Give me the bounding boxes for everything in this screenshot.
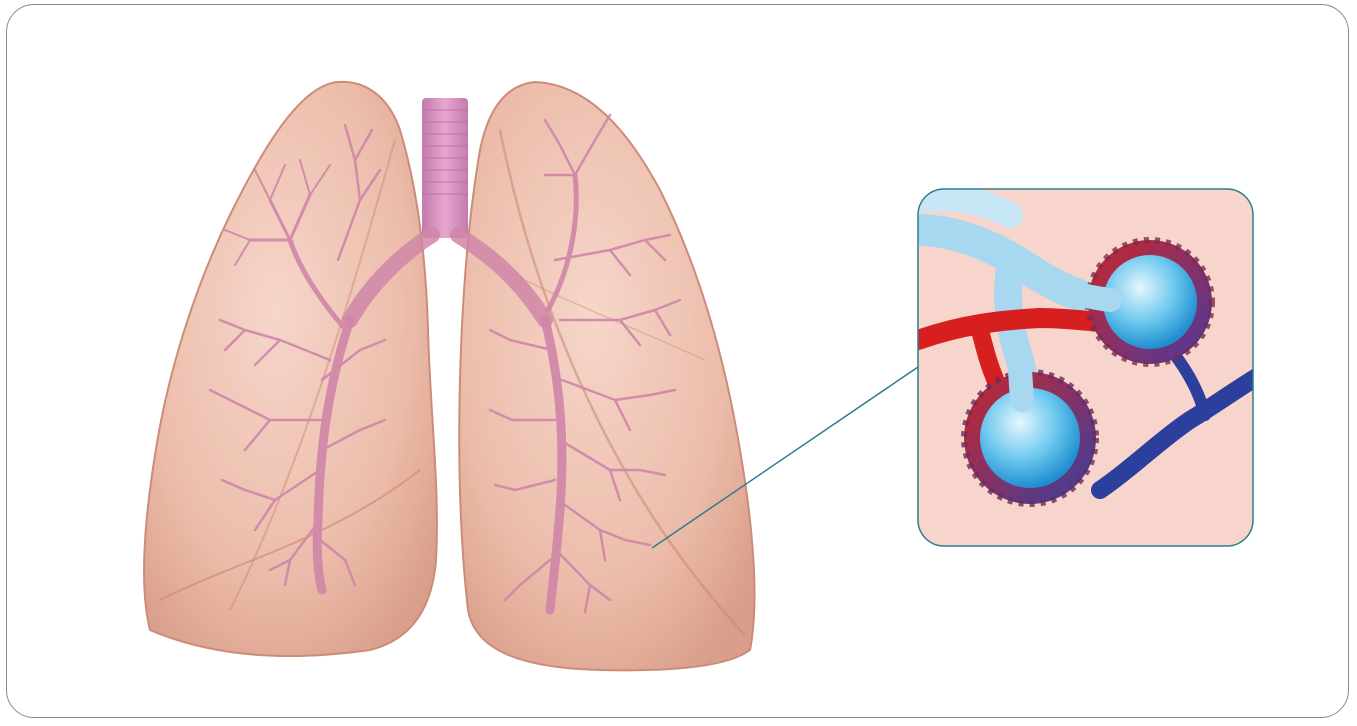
alveoli-inset (918, 189, 1260, 546)
right-lung (459, 82, 754, 670)
trachea (422, 98, 468, 238)
left-lung (144, 82, 437, 656)
